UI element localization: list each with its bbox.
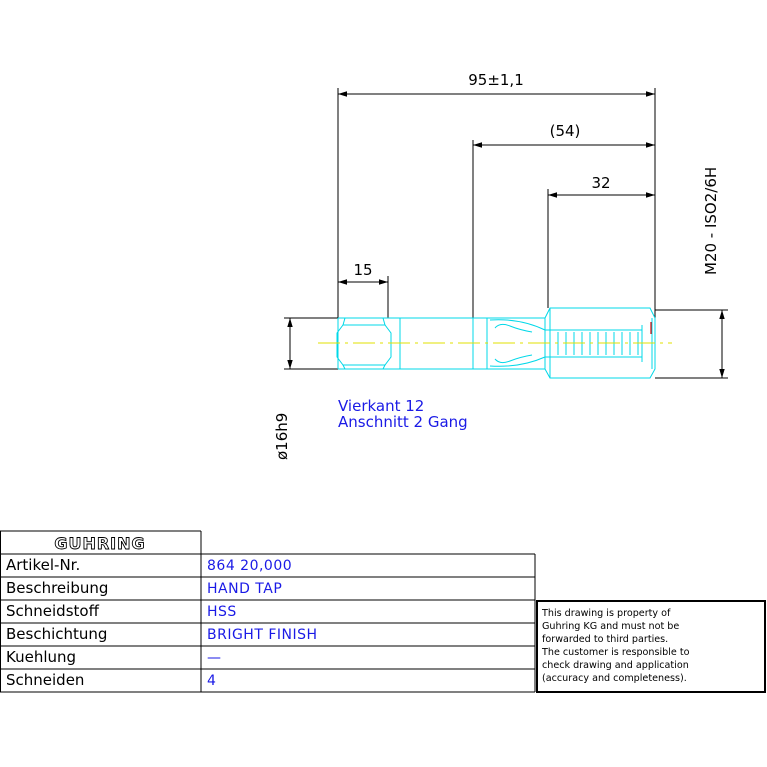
row-label-coating: Beschichtung bbox=[6, 625, 107, 643]
dimension-thread-length: 32 bbox=[547, 174, 655, 308]
disclaimer-line-2: Guhring KG and must not be bbox=[542, 621, 679, 632]
overall-length-label: 95±1,1 bbox=[468, 71, 524, 89]
row-value-material: HSS bbox=[207, 604, 237, 620]
dimension-partial-length: (54) bbox=[472, 122, 655, 340]
row-label-material: Schneidstoff bbox=[6, 602, 100, 620]
square-length-label: 15 bbox=[353, 261, 372, 279]
dimension-shank-diameter: ø16h9 bbox=[273, 317, 340, 460]
row-value-cooling: — bbox=[207, 650, 222, 666]
row-value-coating: BRIGHT FINISH bbox=[207, 627, 318, 643]
row-value-description: HAND TAP bbox=[207, 581, 282, 597]
shank-diameter-label: ø16h9 bbox=[273, 413, 291, 460]
title-block-rows: Artikel-Nr. 864 20,000 Beschreibung HAND… bbox=[6, 556, 318, 689]
thread-body bbox=[544, 307, 656, 379]
disclaimer-line-3: forwarded to third parties. bbox=[542, 634, 668, 645]
disclaimer-line-1: This drawing is property of bbox=[541, 608, 671, 619]
disclaimer-line-6: (accuracy and completeness). bbox=[542, 673, 687, 684]
disclaimer-line-4: The customer is responsible to bbox=[541, 647, 690, 658]
note-chamfer: Anschnitt 2 Gang bbox=[338, 413, 468, 431]
disclaimer-box bbox=[536, 600, 766, 693]
row-value-article: 864 20,000 bbox=[207, 558, 292, 574]
thread-length-label: 32 bbox=[591, 174, 610, 192]
row-value-cutting-edges: 4 bbox=[207, 673, 216, 689]
row-label-cooling: Kuehlung bbox=[6, 648, 76, 666]
row-label-article: Artikel-Nr. bbox=[6, 556, 80, 574]
dimension-thread-size: M20 - ISO2/6H bbox=[655, 167, 728, 379]
partial-length-label: (54) bbox=[550, 122, 581, 140]
row-label-description: Beschreibung bbox=[6, 579, 108, 597]
brand-logo: GUHRING bbox=[54, 534, 145, 553]
thread-size-label: M20 - ISO2/6H bbox=[702, 167, 720, 275]
disclaimer-line-5: check drawing and application bbox=[542, 660, 689, 671]
dimension-overall-length: 95±1,1 bbox=[337, 71, 656, 320]
tap-part bbox=[336, 307, 656, 379]
dimension-square-length: 15 bbox=[337, 261, 389, 318]
row-label-cutting-edges: Schneiden bbox=[6, 671, 84, 689]
square-drive bbox=[336, 324, 392, 366]
disclaimer-text: This drawing is property of Guhring KG a… bbox=[541, 608, 690, 684]
title-block bbox=[0, 530, 536, 693]
note-square-size: Vierkant 12 bbox=[338, 397, 424, 415]
